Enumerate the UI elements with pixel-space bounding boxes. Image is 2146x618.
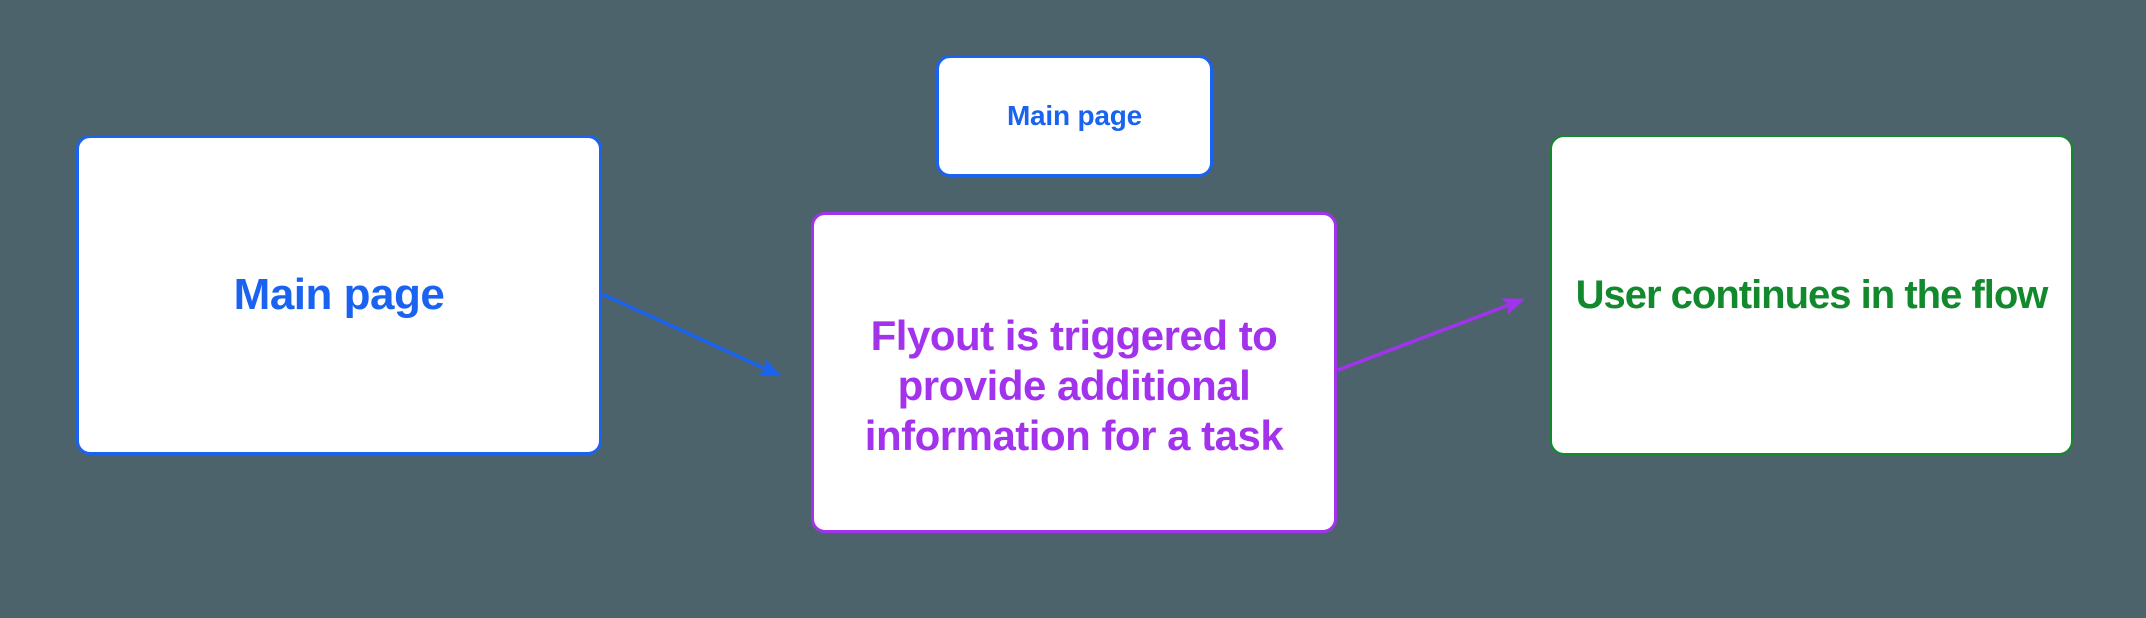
flow-node-label: Flyout is triggered to provide additiona…: [864, 311, 1284, 459]
flow-node-main-page-large[interactable]: Main page: [76, 135, 602, 455]
connector-main-to-flyout[interactable]: [601, 292, 782, 377]
flow-node-user-continues[interactable]: User continues in the flow: [1550, 135, 2073, 455]
connector-flyout-to-continue[interactable]: [1337, 298, 1525, 372]
flow-node-label: Main page: [1006, 100, 1143, 131]
flow-node-label: User continues in the flow: [1575, 272, 2049, 317]
flow-node-label: Main page: [233, 270, 445, 319]
flow-node-main-page-small[interactable]: Main page: [936, 55, 1213, 177]
flow-node-flyout-info[interactable]: Flyout is triggered to provide additiona…: [811, 212, 1337, 533]
